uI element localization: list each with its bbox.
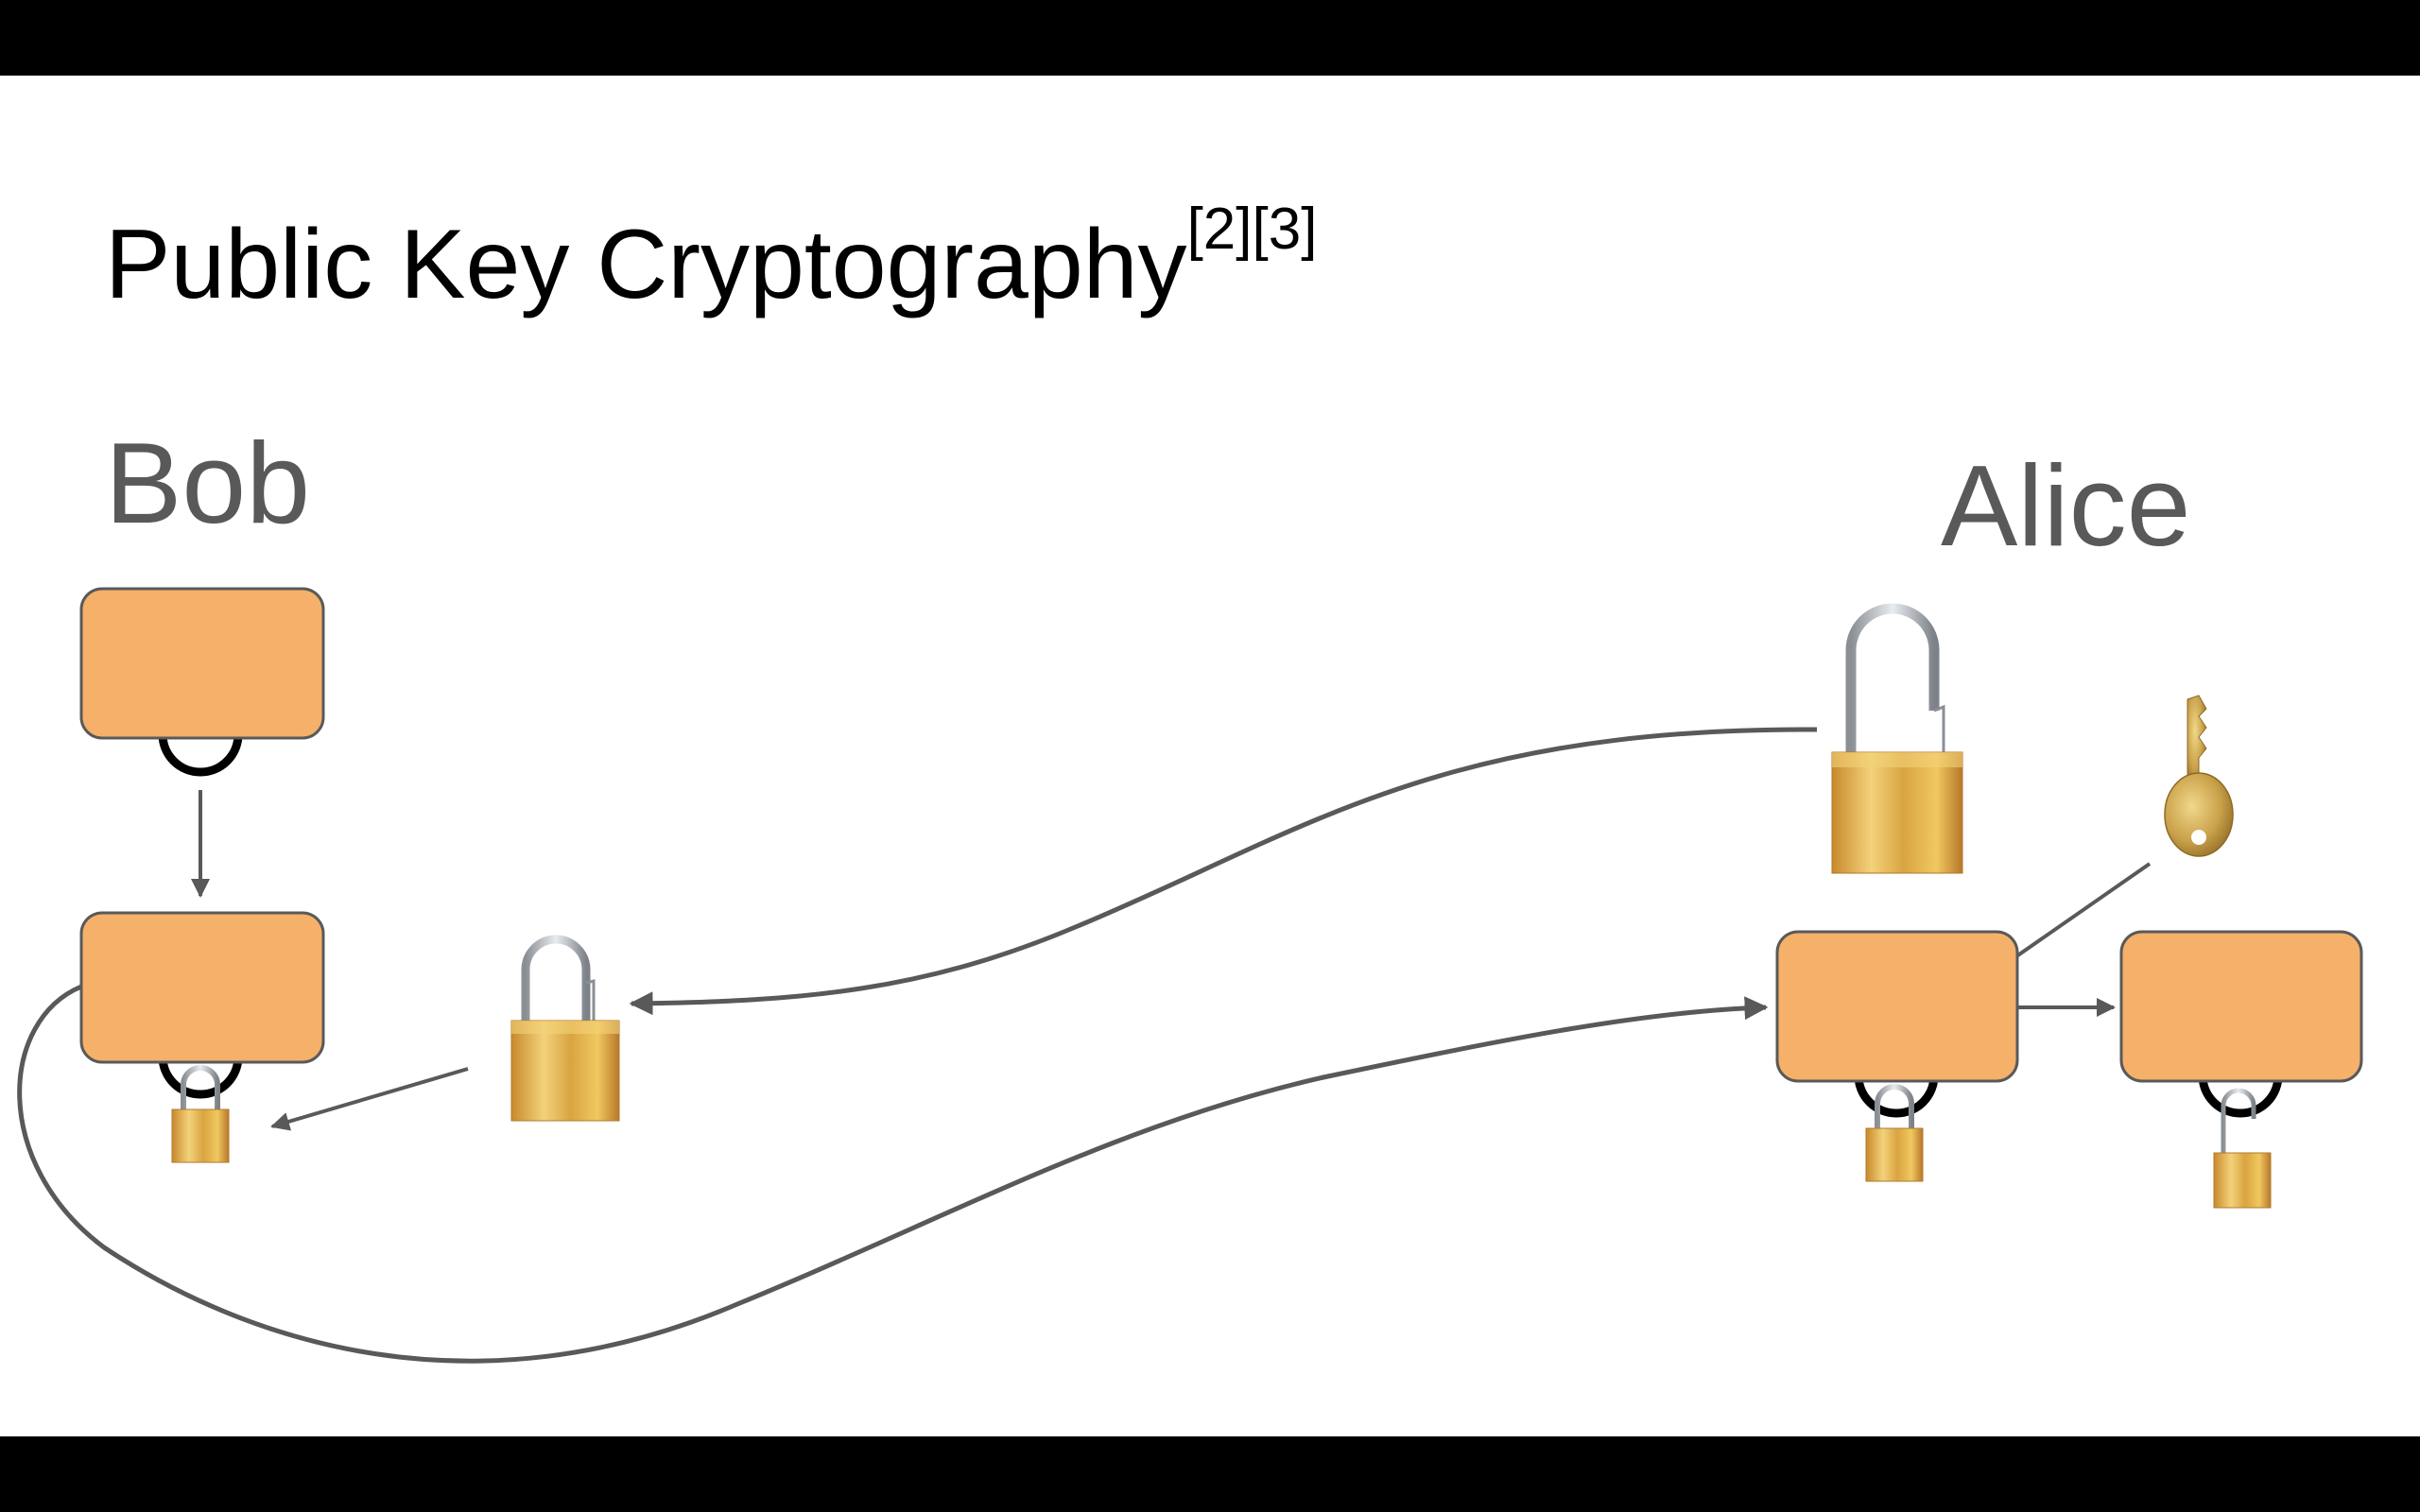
open-padlock-icon bbox=[2213, 1088, 2272, 1209]
bob-box-unlocked bbox=[79, 587, 325, 777]
box-latch bbox=[2198, 1074, 2283, 1118]
closed-padlock-icon bbox=[1865, 1084, 1924, 1182]
open-padlock-icon bbox=[1831, 603, 1963, 874]
arrow-icon bbox=[17, 984, 1769, 1364]
box-latch bbox=[158, 1056, 243, 1099]
box-icon bbox=[2119, 930, 2363, 1083]
alice-box-locked bbox=[1775, 930, 2019, 1182]
actor-alice-label: Alice bbox=[1941, 441, 2191, 570]
slide: Public Key Cryptography[2][3] Bob Alice bbox=[0, 76, 2420, 1436]
bob-box-locked bbox=[79, 911, 325, 1163]
box-icon bbox=[79, 911, 325, 1064]
open-padlock-icon bbox=[510, 935, 620, 1122]
letterbox-top bbox=[0, 0, 2420, 76]
box-latch bbox=[158, 733, 243, 777]
key-icon bbox=[2164, 695, 2234, 857]
slide-title: Public Key Cryptography[2][3] bbox=[105, 200, 1317, 315]
letterbox-bottom bbox=[0, 1436, 2420, 1512]
exchange-diagram bbox=[17, 587, 2363, 1364]
actor-bob-label: Bob bbox=[105, 419, 311, 547]
box-icon bbox=[79, 587, 325, 740]
box-icon bbox=[1775, 930, 2019, 1083]
arrow-icon bbox=[270, 1067, 469, 1131]
title-references: [2][3] bbox=[1186, 197, 1318, 262]
title-text: Public Key Cryptography bbox=[105, 210, 1187, 319]
arrow-icon bbox=[629, 727, 1818, 1016]
alice-box-unlocked bbox=[2119, 930, 2363, 1209]
closed-padlock-icon bbox=[171, 1065, 230, 1163]
box-latch bbox=[1854, 1074, 1939, 1118]
